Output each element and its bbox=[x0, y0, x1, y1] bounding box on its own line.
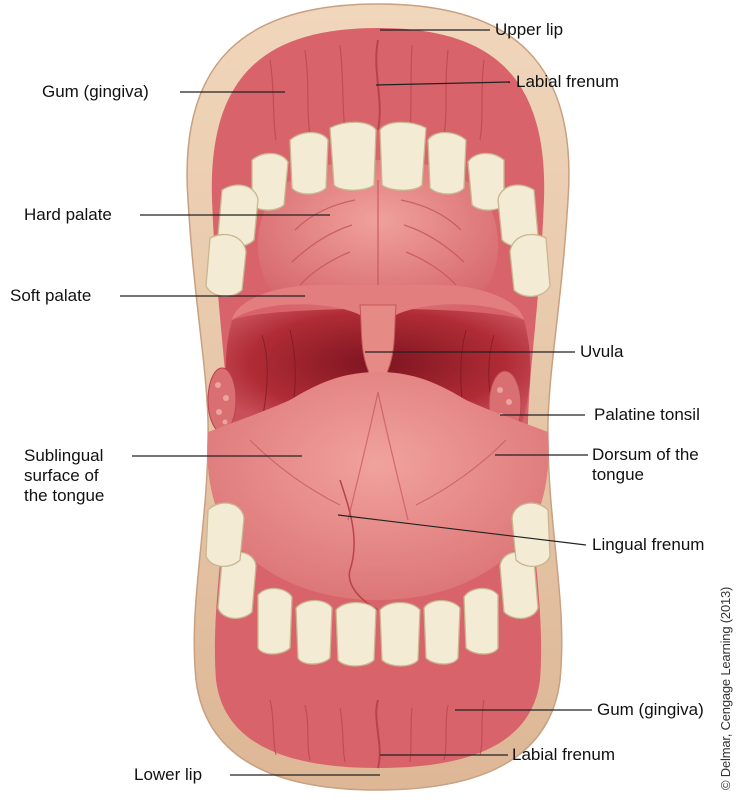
lower-tooth bbox=[258, 588, 292, 654]
label-upper-lip: Upper lip bbox=[495, 20, 563, 40]
upper-incisor bbox=[380, 122, 426, 190]
lower-molar bbox=[206, 503, 244, 566]
label-labial-frenum-lower: Labial frenum bbox=[512, 745, 615, 765]
label-dorsum-line2: tongue bbox=[592, 465, 752, 485]
label-hard-palate: Hard palate bbox=[24, 205, 112, 225]
label-labial-frenum-upper: Labial frenum bbox=[516, 72, 619, 92]
label-gum-upper: Gum (gingiva) bbox=[42, 82, 149, 102]
label-sublingual-line2: surface of bbox=[24, 466, 134, 486]
upper-tooth bbox=[290, 133, 328, 195]
label-uvula: Uvula bbox=[580, 342, 623, 362]
label-lingual-frenum: Lingual frenum bbox=[592, 535, 704, 555]
lower-incisor bbox=[380, 603, 420, 667]
upper-molar bbox=[510, 234, 550, 296]
upper-molar bbox=[206, 234, 246, 296]
copyright-credit: © Delmar, Cengage Learning (2013) bbox=[718, 587, 733, 790]
lower-incisor bbox=[336, 603, 376, 667]
lower-tooth bbox=[424, 601, 460, 665]
label-sublingual-line3: the tongue bbox=[24, 486, 134, 506]
lower-molar bbox=[512, 503, 550, 566]
lower-tooth bbox=[464, 588, 498, 654]
label-sublingual-line1: Sublingual bbox=[24, 446, 134, 466]
label-palatine-tonsil: Palatine tonsil bbox=[594, 405, 700, 425]
label-sublingual-surface: Sublingual surface of the tongue bbox=[24, 446, 134, 506]
label-lower-lip: Lower lip bbox=[134, 765, 202, 785]
label-gum-lower: Gum (gingiva) bbox=[597, 700, 704, 720]
label-soft-palate: Soft palate bbox=[10, 286, 91, 306]
upper-incisor bbox=[330, 122, 376, 190]
label-dorsum-line1: Dorsum of the bbox=[592, 445, 752, 465]
label-dorsum-of-tongue: Dorsum of the tongue bbox=[592, 445, 752, 485]
upper-tooth bbox=[428, 133, 466, 195]
lower-tooth bbox=[296, 601, 332, 665]
palatine-tonsil-left bbox=[208, 368, 236, 432]
